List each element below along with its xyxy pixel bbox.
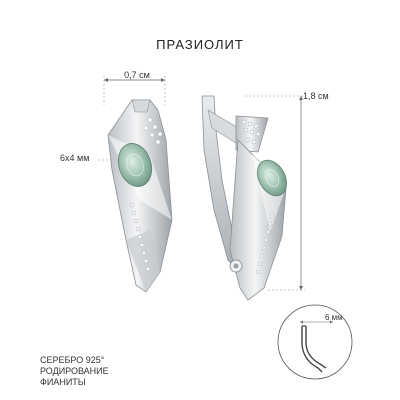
height-dimension-line <box>245 95 305 291</box>
height-label: 1,8 см <box>303 91 329 101</box>
spec-stones: ФИАНИТЫ <box>40 377 86 387</box>
left-earring <box>107 99 173 293</box>
clasp-size-label: 6 мм <box>325 313 343 322</box>
material-specs: СЕРЕБРО 925° РОДИРОВАНИЕ ФИАНИТЫ <box>40 355 109 388</box>
right-earring <box>201 95 287 301</box>
spec-metal: СЕРЕБРО 925° <box>40 355 105 365</box>
width-label: 0,7 см <box>124 70 150 80</box>
spec-plating: РОДИРОВАНИЕ <box>40 366 109 376</box>
clasp-detail <box>277 304 353 380</box>
gem-size-label: 6x4 мм <box>60 153 90 163</box>
width-dimension-line <box>103 76 166 105</box>
product-title: ПРАЗИОЛИТ <box>156 37 244 52</box>
